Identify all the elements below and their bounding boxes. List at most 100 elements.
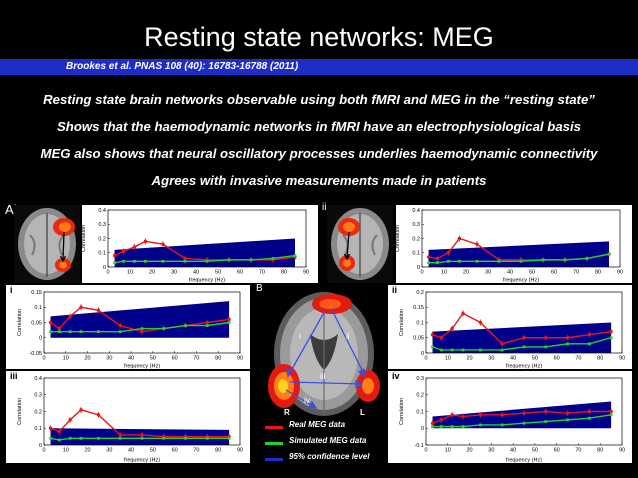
- bullet-4: Agrees with invasive measurements made i…: [151, 173, 487, 188]
- data-point-simulated: [585, 257, 589, 260]
- data-point-real: [48, 426, 53, 430]
- x-tick-label: 70: [575, 356, 581, 362]
- x-tick-label: 30: [488, 356, 494, 362]
- data-point-real: [430, 333, 435, 337]
- brain-label-L: L: [360, 408, 365, 417]
- x-tick-label: 10: [445, 448, 451, 454]
- data-point-simulated: [183, 259, 187, 263]
- data-point-simulated: [227, 258, 231, 262]
- data-point-simulated: [205, 324, 209, 327]
- data-point-real: [79, 408, 83, 412]
- data-point-simulated: [439, 425, 443, 428]
- x-tick-label: 80: [215, 356, 221, 362]
- citation-bar: Brookes et al. PNAS 108 (40): 16783-1678…: [0, 59, 638, 75]
- data-point-simulated: [439, 348, 443, 352]
- y-axis-label: Correlation: [82, 225, 87, 252]
- panel-label-Aii: ii: [322, 202, 327, 213]
- x-tick-label: 60: [237, 270, 243, 276]
- panel-label-B: B: [256, 283, 263, 294]
- data-point-simulated: [133, 259, 136, 263]
- data-point-real: [478, 320, 483, 325]
- x-tick-label: 10: [63, 356, 69, 362]
- data-point-simulated: [118, 436, 122, 440]
- panel-label-Biv: iv: [392, 371, 400, 381]
- x-tick-label: 30: [106, 356, 112, 362]
- y-tick-label: 0.05: [31, 320, 42, 326]
- y-axis-label: Correlation: [396, 225, 401, 252]
- x-tick-label: 90: [617, 270, 623, 276]
- x-tick-label: 70: [193, 356, 199, 362]
- data-point-real: [450, 413, 454, 417]
- x-tick-label: 40: [193, 270, 199, 276]
- data-point-real: [57, 326, 61, 331]
- x-tick-label: 90: [303, 270, 309, 276]
- data-point-real: [522, 411, 526, 415]
- y-tick-label: 0.4: [34, 376, 42, 382]
- data-point-simulated: [79, 436, 83, 440]
- panel-label-Bii: ii: [392, 285, 398, 295]
- x-tick-label: 10: [445, 356, 451, 362]
- data-point-simulated: [431, 425, 434, 428]
- brain-image-Aii: [327, 205, 393, 283]
- x-tick-label: 70: [573, 270, 579, 276]
- data-point-simulated: [431, 345, 434, 349]
- data-point-simulated: [609, 413, 613, 417]
- data-point-real: [522, 336, 526, 340]
- data-point-simulated: [544, 345, 548, 349]
- data-point-real: [205, 320, 210, 325]
- x-tick-label: 90: [619, 356, 625, 362]
- confidence-band: [50, 428, 230, 445]
- x-tick-label: 10: [127, 270, 133, 276]
- data-point-real: [96, 413, 101, 417]
- y-axis-label: Correlation: [399, 398, 405, 425]
- y-tick-label: 0.2: [412, 236, 420, 242]
- data-point-real: [112, 253, 117, 258]
- data-point-real: [565, 336, 570, 340]
- x-tick-label: 40: [510, 448, 516, 454]
- x-tick-label: 60: [172, 448, 178, 454]
- x-axis-label: frequency (Hz): [124, 364, 160, 370]
- y-tick-label: 0.3: [98, 222, 106, 228]
- data-point-real: [68, 314, 72, 319]
- data-point-simulated: [49, 436, 52, 440]
- data-point-simulated: [184, 324, 187, 327]
- y-tick-label: 0: [421, 351, 424, 357]
- x-tick-label: 10: [63, 448, 69, 454]
- data-point-real: [79, 305, 83, 309]
- y-tick-label: 0.15: [413, 305, 424, 311]
- bullet-3: MEG also shows that neural oscillatory p…: [40, 146, 598, 161]
- x-tick-label: 0: [424, 356, 427, 362]
- y-tick-label: 0.1: [98, 251, 106, 257]
- x-tick-label: 0: [42, 356, 45, 362]
- x-tick-label: 70: [259, 270, 265, 276]
- x-tick-label: 30: [485, 270, 491, 276]
- panel-label-Ai: Ai: [5, 202, 17, 217]
- data-point-simulated: [519, 259, 523, 263]
- data-point-real: [609, 329, 613, 334]
- data-point-simulated: [140, 436, 144, 440]
- x-tick-label: 10: [441, 270, 447, 276]
- x-tick-label: 20: [149, 270, 155, 276]
- data-point-simulated: [450, 425, 454, 428]
- panel-label-Bi: i: [10, 285, 13, 295]
- data-point-simulated: [97, 330, 100, 334]
- x-tick-label: 60: [551, 270, 557, 276]
- y-tick-label: 0.3: [412, 222, 420, 228]
- y-tick-label: 0.15: [31, 290, 42, 296]
- data-point-real: [500, 342, 504, 346]
- x-tick-label: 90: [619, 448, 625, 454]
- data-point-simulated: [458, 259, 461, 263]
- x-tick-label: 40: [128, 448, 134, 454]
- x-tick-label: 50: [532, 356, 538, 362]
- legend-swatch-real: [265, 426, 283, 429]
- data-point-real: [57, 429, 61, 434]
- y-tick-label: 0.1: [34, 426, 42, 432]
- legend-label-real: Real MEG data: [289, 420, 346, 429]
- x-tick-label: 50: [215, 270, 221, 276]
- data-point-simulated: [497, 259, 501, 263]
- data-point-simulated: [479, 423, 482, 427]
